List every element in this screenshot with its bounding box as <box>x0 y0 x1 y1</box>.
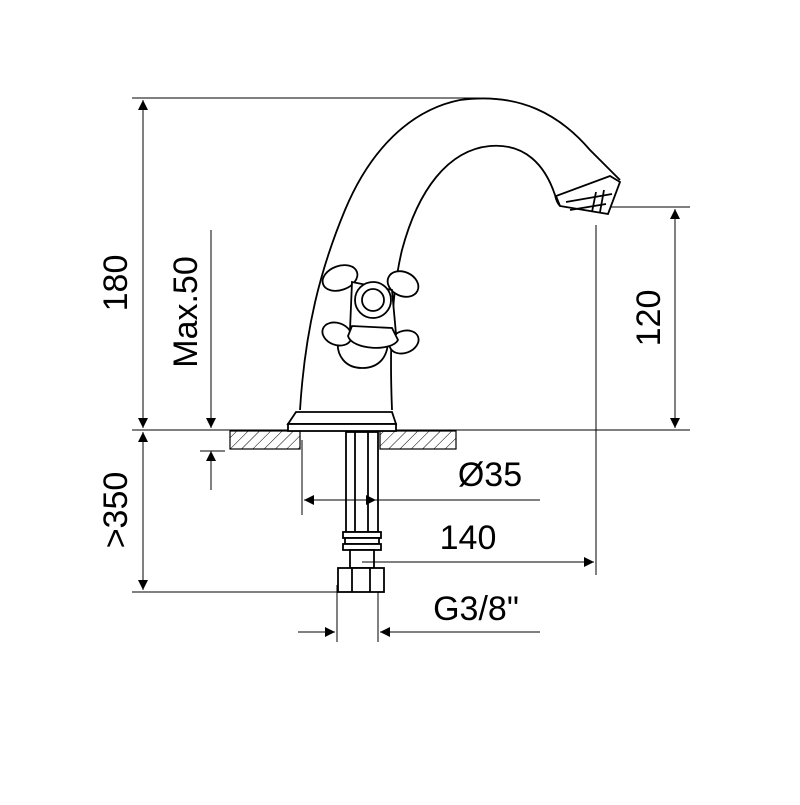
dim-base-diameter: Ø35 <box>458 456 522 494</box>
dim-thread-connection: G3/8" <box>433 590 519 628</box>
faucet-body <box>286 97 622 432</box>
dim-spout-height: 120 <box>630 290 668 347</box>
supply-hose <box>337 431 385 593</box>
extension-lines <box>132 97 690 642</box>
countertop-section <box>229 430 457 450</box>
cross-handle <box>321 264 420 355</box>
dim-hose-length: >350 <box>97 472 135 549</box>
dim-height-total: 180 <box>97 255 135 312</box>
dim-spout-reach: 140 <box>440 519 497 557</box>
dimension-lines <box>138 100 680 637</box>
dim-deck-max: Max.50 <box>167 256 205 368</box>
